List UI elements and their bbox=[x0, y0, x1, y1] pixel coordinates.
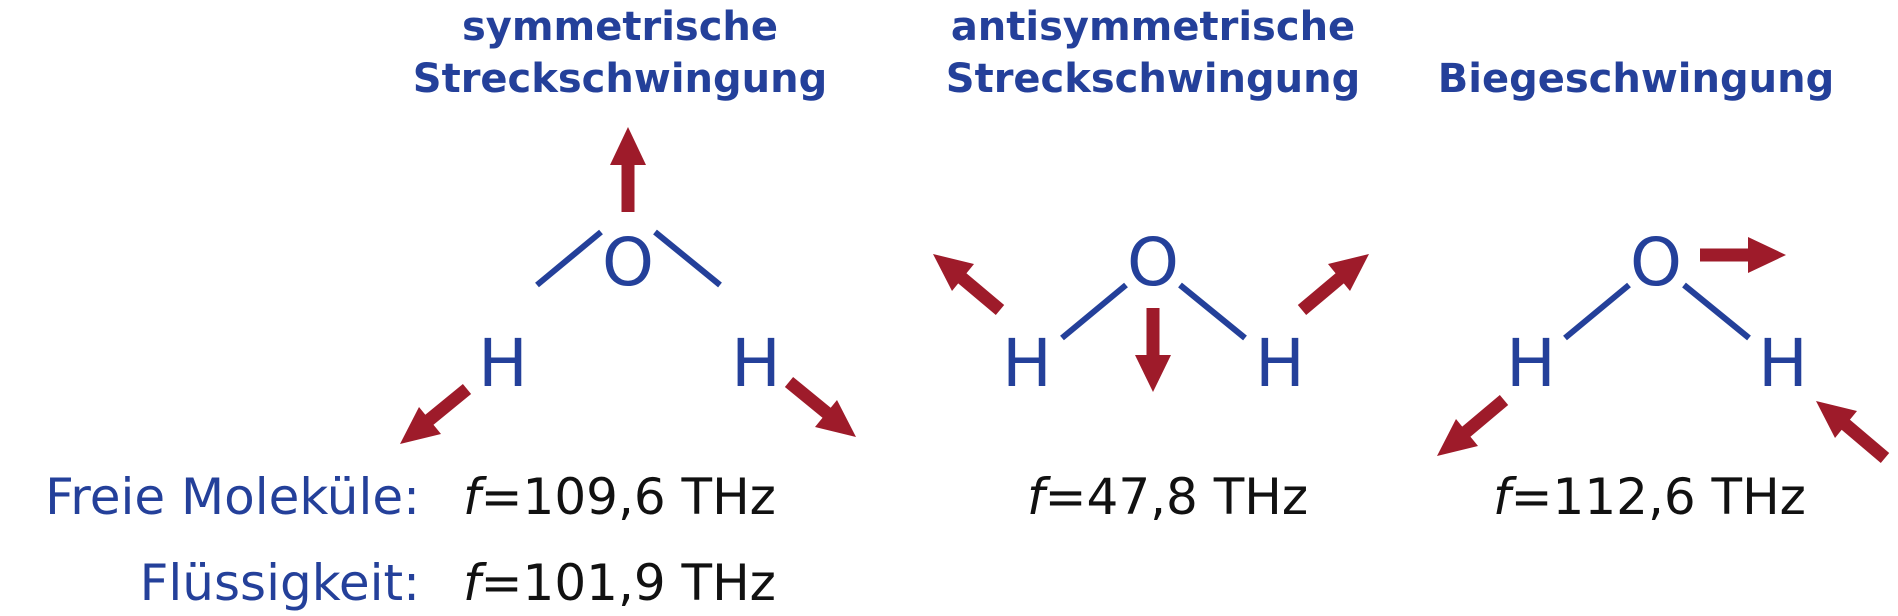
mode-1-hydrogen-right-atom: H bbox=[731, 325, 781, 402]
mode-bending: Biegeschwingung O H H bbox=[1437, 56, 1890, 463]
mode-1-hydrogen-left-atom: H bbox=[478, 325, 528, 402]
mode-2-bond-right bbox=[1178, 282, 1247, 341]
mode-3-oxygen-atom: O bbox=[1630, 224, 1682, 301]
mode-2-hydrogen-right-atom: H bbox=[1255, 325, 1305, 402]
mode-1-arrow-hydrogen-right bbox=[784, 376, 856, 437]
mode-1-title-line-1: symmetrische bbox=[462, 4, 778, 50]
frequency-table: Freie Moleküle: Flüssigkeit: f=109,6 THz… bbox=[45, 468, 1806, 612]
row-label-free-molecules: Freie Moleküle: bbox=[45, 468, 420, 526]
mode-3-arrow-oxygen-right bbox=[1700, 237, 1786, 273]
mode-2-arrow-oxygen-down bbox=[1135, 308, 1171, 392]
mode-1-arrow-oxygen-up bbox=[610, 127, 646, 212]
mode-3-arrow-hydrogen-right bbox=[1816, 401, 1890, 463]
mode-2-oxygen-atom: O bbox=[1127, 224, 1179, 301]
mode-2-arrow-hydrogen-right bbox=[1297, 254, 1369, 315]
mode-2-title-line-2: Streckschwingung bbox=[946, 56, 1360, 102]
mode-1-arrow-hydrogen-left bbox=[400, 383, 472, 444]
mode-2-title-line-1: antisymmetrische bbox=[951, 4, 1355, 50]
mode-3-hydrogen-right-atom: H bbox=[1758, 325, 1808, 402]
mode-2-bond-left bbox=[1060, 282, 1128, 341]
mode-2-hydrogen-left-atom: H bbox=[1002, 325, 1052, 402]
mode-antisymmetric-stretch: antisymmetrische Streckschwingung O H H bbox=[933, 4, 1369, 402]
mode-3-title: Biegeschwingung bbox=[1438, 56, 1834, 102]
mode-3-bond-left bbox=[1563, 282, 1631, 341]
mode-2-arrow-hydrogen-left bbox=[933, 254, 1005, 315]
mode-1-bond-left bbox=[535, 229, 603, 288]
mode-1-frequency-free: f=109,6 THz bbox=[463, 468, 776, 526]
mode-symmetric-stretch: symmetrische Streckschwingung O H H bbox=[400, 4, 856, 444]
mode-3-hydrogen-left-atom: H bbox=[1506, 325, 1556, 402]
row-label-liquid: Flüssigkeit: bbox=[140, 554, 420, 612]
mode-1-title-line-2: Streckschwingung bbox=[413, 56, 827, 102]
mode-2-frequency-free: f=47,8 THz bbox=[1027, 468, 1308, 526]
mode-3-frequency-free: f=112,6 THz bbox=[1493, 468, 1806, 526]
mode-3-arrow-hydrogen-left bbox=[1437, 395, 1509, 456]
mode-1-oxygen-atom: O bbox=[602, 224, 654, 301]
mode-3-bond-right bbox=[1682, 282, 1751, 341]
mode-1-frequency-liquid: f=101,9 THz bbox=[463, 554, 776, 612]
mode-1-bond-right bbox=[653, 229, 722, 288]
